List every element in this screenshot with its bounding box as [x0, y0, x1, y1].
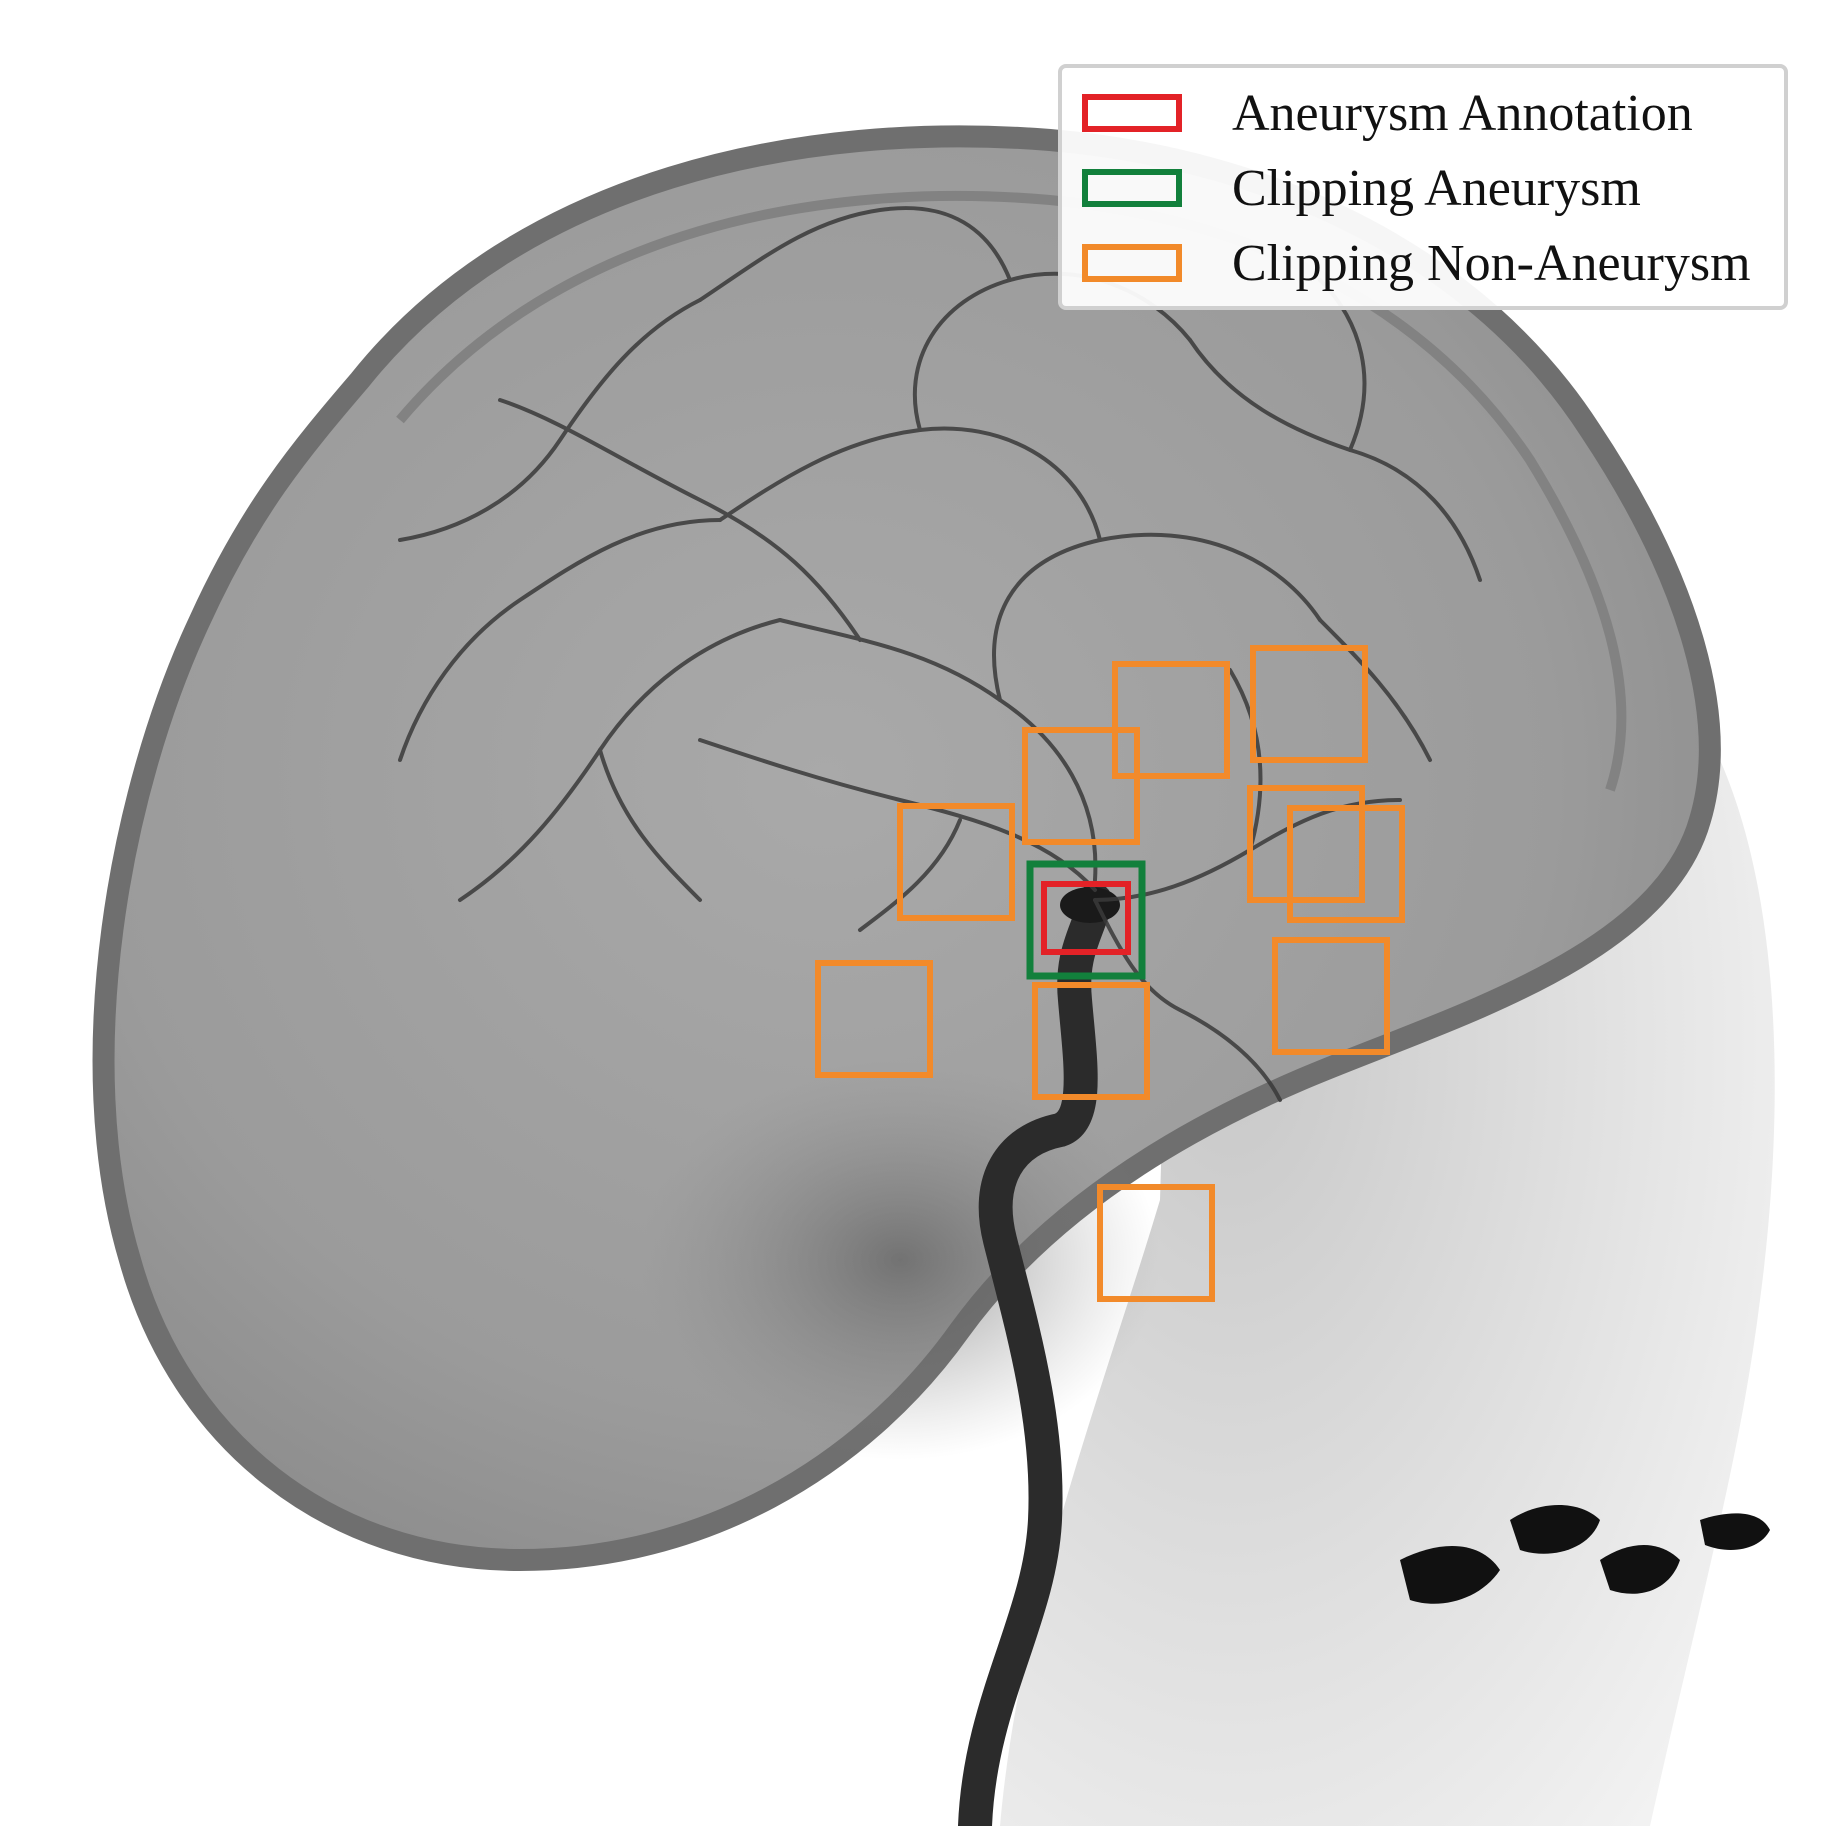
legend-label: Clipping Non-Aneurysm: [1232, 235, 1751, 292]
clipping-non-aneurysm-box: [1247, 785, 1365, 903]
legend-swatch-clipping-non-aneurysm: [1082, 244, 1182, 282]
clipping-non-aneurysm-box: [1097, 1184, 1215, 1302]
dental-region: [1400, 1505, 1770, 1604]
clipping-non-aneurysm-box: [1250, 645, 1368, 763]
clipping-non-aneurysm-box: [1112, 661, 1230, 779]
legend-label: Aneurysm Annotation: [1232, 85, 1693, 142]
clipping-non-aneurysm-box: [897, 803, 1015, 921]
aneurysm-annotation-box: [1041, 881, 1131, 955]
clipping-non-aneurysm-box: [1287, 805, 1405, 923]
legend-item-aneurysm-annotation: Aneurysm Annotation: [1082, 84, 1782, 144]
legend-label: Clipping Aneurysm: [1232, 160, 1641, 217]
clipping-aneurysm-box: [1026, 860, 1146, 980]
legend: Aneurysm Annotation Clipping Aneurysm Cl…: [1058, 64, 1788, 310]
legend-item-clipping-non-aneurysm: Clipping Non-Aneurysm: [1082, 234, 1782, 294]
aneurysm: [1060, 887, 1120, 923]
detection-boxes: [815, 645, 1405, 1302]
clipping-non-aneurysm-box: [1022, 727, 1140, 845]
clipping-non-aneurysm-box: [815, 960, 933, 1078]
carotid-artery: [958, 883, 1112, 1826]
legend-item-clipping-aneurysm: Clipping Aneurysm: [1082, 159, 1782, 219]
clipping-non-aneurysm-box: [1272, 937, 1390, 1055]
legend-swatch-clipping-aneurysm: [1082, 169, 1182, 207]
clipping-non-aneurysm-box: [1032, 982, 1150, 1100]
legend-swatch-annotation: [1082, 94, 1182, 132]
